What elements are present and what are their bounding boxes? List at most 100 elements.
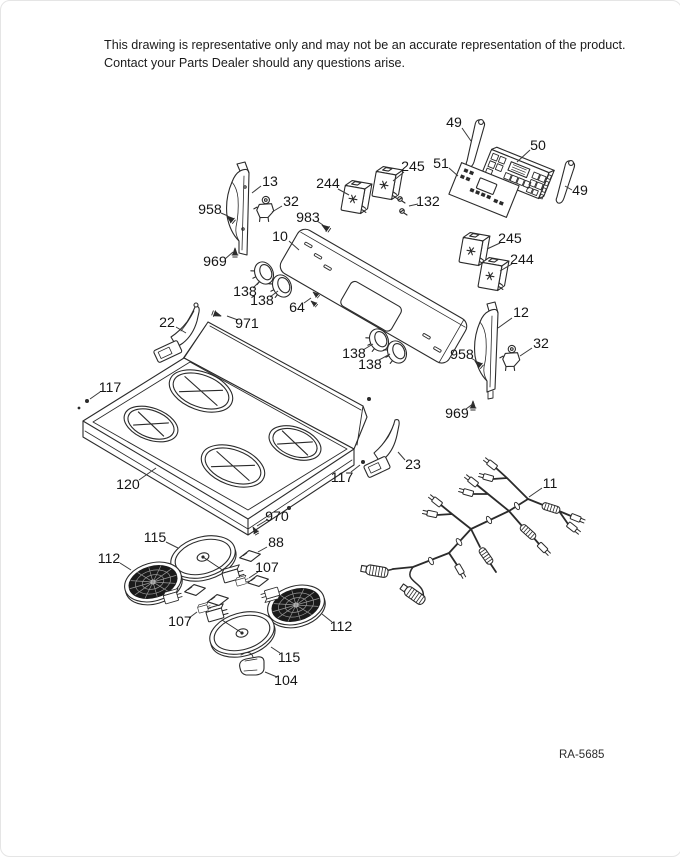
callout-label-107-35: 107	[255, 560, 279, 576]
callout-label-120-27: 120	[116, 477, 140, 493]
callout-label-22-19: 22	[159, 315, 175, 331]
overlay-buttons	[459, 168, 504, 206]
bracket-23	[360, 419, 400, 478]
callout-label-104-39: 104	[274, 673, 298, 689]
bracket-22	[153, 302, 200, 363]
callout-leader-49-6	[564, 185, 573, 191]
latch-32-left	[252, 194, 276, 224]
callout-leader-23-29	[397, 451, 406, 461]
screws-117-left	[77, 398, 90, 410]
callout-label-117-24: 117	[99, 380, 122, 396]
callout-leader-244-4	[337, 188, 350, 196]
control-board	[480, 146, 555, 200]
bracket-13	[226, 161, 250, 256]
callout-label-32-9: 32	[283, 194, 299, 210]
bracket-12	[474, 301, 499, 400]
wire-harness-11	[359, 455, 587, 607]
callout-leader-245-3	[392, 171, 405, 182]
pad-107-b	[206, 592, 230, 608]
screw-971	[210, 309, 223, 320]
panel-display-window	[340, 280, 402, 332]
bracket-49-right	[555, 160, 576, 204]
callout-label-245-3: 245	[401, 159, 425, 175]
callout-label-10-11: 10	[272, 229, 288, 245]
board-display	[507, 161, 531, 179]
callout-label-132-5: 132	[416, 194, 440, 210]
callout-label-50-1: 50	[530, 138, 546, 154]
board-connector-teeth	[538, 174, 552, 200]
callout-label-245-13: 245	[498, 231, 522, 247]
callout-label-958-21: 958	[450, 347, 474, 363]
pad-107-c	[183, 582, 207, 598]
callout-label-49-6: 49	[572, 183, 588, 199]
callout-leader-120-27	[138, 467, 157, 481]
cooktop-maintop	[82, 321, 372, 536]
callout-label-12-20: 12	[513, 305, 529, 321]
callout-leader-138-16	[269, 290, 279, 298]
callout-leader-107-36	[188, 611, 198, 619]
callout-leader-10-11	[288, 240, 300, 251]
callout-label-51-2: 51	[433, 156, 449, 172]
callout-label-11-31: 11	[543, 476, 558, 492]
callout-leader-117-28	[350, 464, 361, 473]
callout-leader-11-31	[528, 487, 543, 498]
callout-leader-983-10	[316, 220, 324, 226]
callout-label-112-37: 112	[330, 619, 353, 635]
callout-leader-138-26	[378, 353, 391, 361]
callout-leader-115-38	[270, 646, 281, 654]
callout-leader-115-32	[165, 541, 179, 549]
burner-front-center	[200, 444, 266, 488]
callout-label-117-28: 117	[331, 470, 354, 486]
callout-label-138-16: 138	[250, 293, 274, 309]
callout-label-112-34: 112	[98, 551, 121, 567]
burner-left	[123, 405, 179, 443]
burner-back-center	[168, 369, 234, 413]
callout-leader-112-34	[119, 562, 132, 571]
callout-leader-969-23	[465, 402, 475, 410]
callout-leader-971-17	[226, 315, 239, 321]
callout-label-88-33: 88	[268, 535, 284, 551]
callout-leader-12-20	[497, 317, 513, 329]
callout-label-969-12: 969	[203, 254, 227, 270]
front-apron	[82, 420, 355, 536]
latch-32-right	[498, 343, 522, 373]
callout-leader-138-25	[362, 343, 374, 351]
disclaimer-line-1: This drawing is representative only and …	[104, 38, 626, 52]
callout-label-138-26: 138	[358, 357, 382, 373]
callout-leader-958-21	[470, 357, 477, 362]
callout-leader-969-12	[224, 251, 234, 260]
callout-label-983-10: 983	[296, 210, 320, 226]
callout-label-64-18: 64	[289, 300, 305, 316]
callout-label-115-38: 115	[278, 650, 301, 666]
callout-label-107-36: 107	[168, 614, 192, 630]
callout-leader-13-7	[251, 185, 262, 194]
overlay-display-window	[475, 177, 498, 195]
callout-leader-51-2	[448, 167, 459, 177]
callout-label-970-30: 970	[265, 509, 289, 525]
callout-label-32-22: 32	[533, 336, 549, 352]
callout-leader-244-14	[499, 263, 513, 272]
pad-107-a	[246, 573, 270, 589]
disclaimer-text: This drawing is representative only and …	[104, 37, 644, 72]
reference-code: RA-5685	[559, 749, 605, 761]
control-overlay	[448, 162, 520, 218]
screw-64-b	[309, 298, 319, 308]
callout-label-244-14: 244	[510, 252, 534, 268]
switch-244-left	[340, 178, 373, 216]
callout-label-13-7: 13	[262, 174, 278, 190]
callout-leader-245-13	[486, 242, 501, 250]
switch-244-right	[477, 255, 510, 293]
callout-label-138-25: 138	[342, 346, 366, 362]
callout-label-49-0: 49	[446, 115, 462, 131]
screws-132	[397, 196, 408, 216]
callout-leader-132-5	[408, 203, 419, 207]
callout-label-971-17: 971	[235, 316, 259, 332]
callout-leader-958-8	[220, 212, 229, 217]
callout-leader-107-35	[248, 571, 259, 579]
callout-leader-50-1	[516, 149, 531, 163]
callout-label-23-29: 23	[405, 457, 421, 473]
switch-245-left	[371, 164, 404, 202]
callout-leader-88-33	[257, 546, 268, 553]
